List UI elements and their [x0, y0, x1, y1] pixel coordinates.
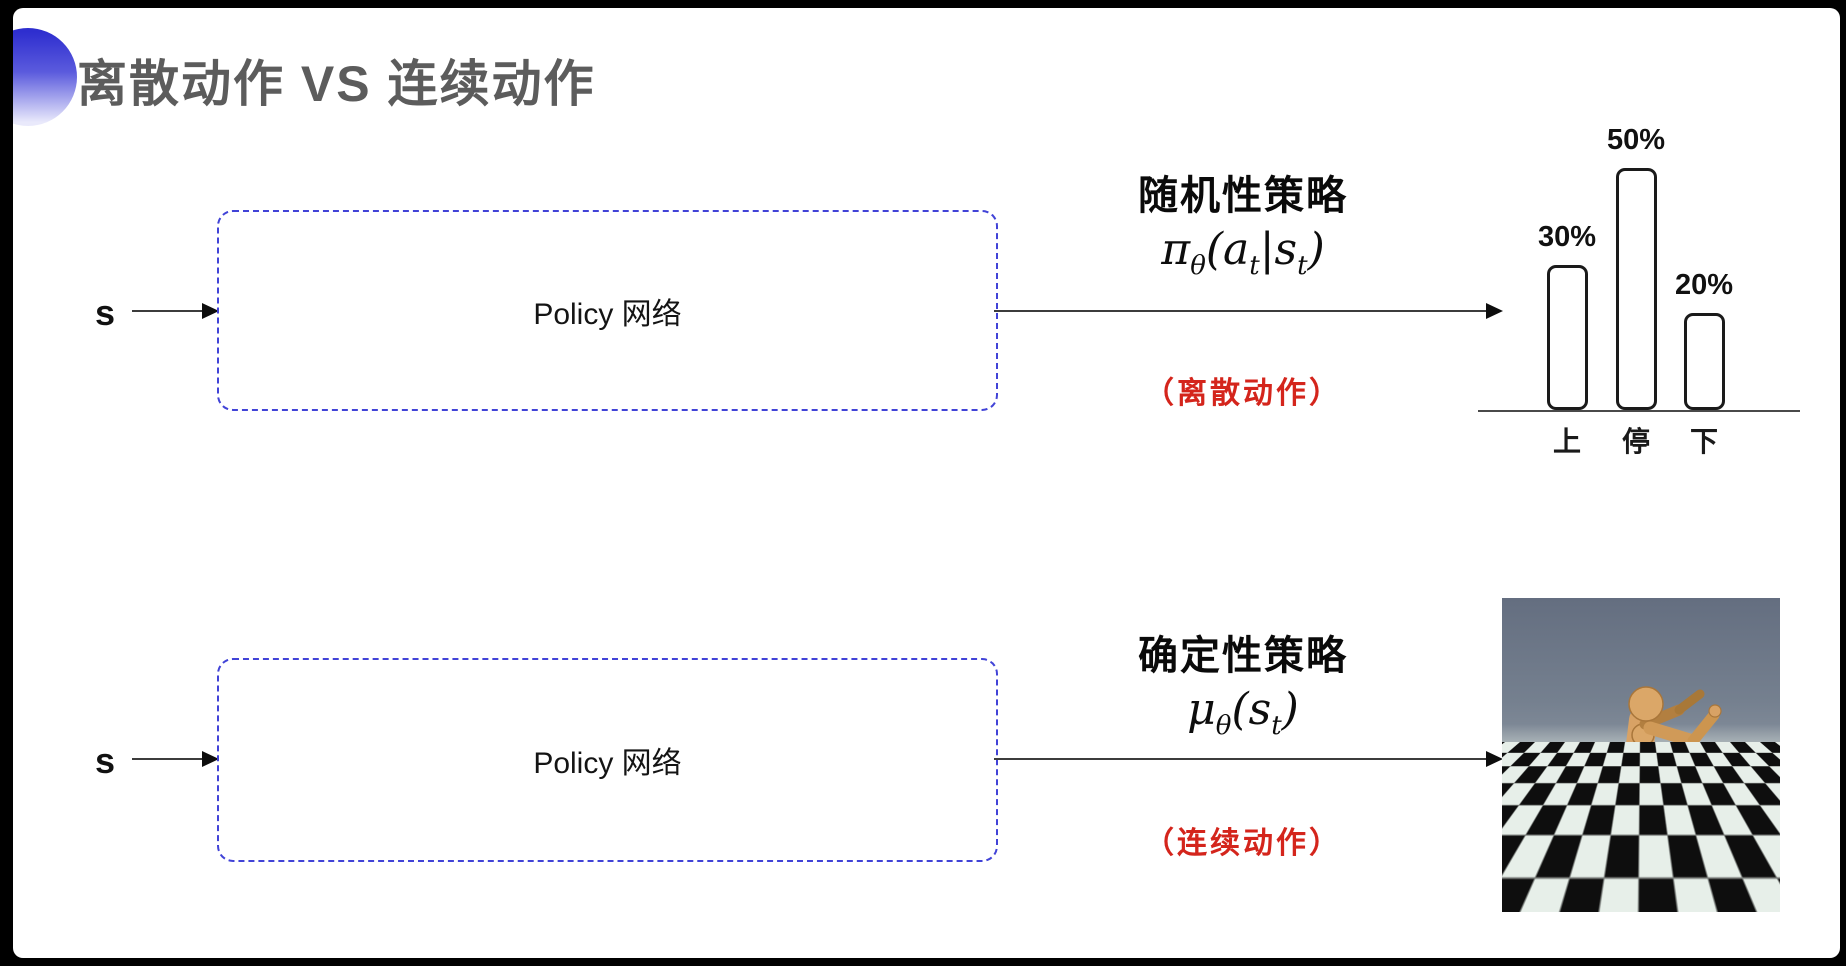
probability-bar [1546, 265, 1588, 410]
continuous-action-label: （连续动作） [1144, 827, 1342, 860]
policy-network-label-top: Policy 网络 [533, 297, 682, 331]
mujoco-humanoid-image [1502, 598, 1780, 912]
deterministic-policy-title: 确定性策略 [1138, 634, 1348, 678]
bar-category-label: 停 [1621, 426, 1651, 457]
slide-canvas: 离散动作 VS 连续动作 s Policy 网络 随机性策略 πθ(at|st)… [13, 8, 1840, 958]
formula-theta-sub2: θ [1215, 710, 1232, 741]
discrete-action-label: （离散动作） [1144, 377, 1342, 410]
state-input-label-bottom: s [95, 740, 116, 781]
formula-t-sub1: t [1249, 250, 1260, 281]
formula-pi: π [1161, 224, 1191, 275]
stochastic-policy-title: 随机性策略 [1138, 174, 1348, 218]
bar-value-label: 20% [1674, 269, 1734, 301]
policy-network-box-bottom: Policy 网络 [217, 658, 998, 862]
bar-value-label: 30% [1537, 221, 1597, 253]
probability-bar [1683, 313, 1725, 410]
state-input-label-top: s [95, 292, 116, 333]
probability-bar [1615, 168, 1657, 410]
action-bar-chart: 30% 上 50% 停 20% 下 [1478, 108, 1800, 478]
output-arrow-top [994, 303, 1503, 319]
formula-mu: μ [1187, 684, 1216, 735]
stochastic-policy-formula: πθ(at|st) [1043, 224, 1443, 281]
formula-open-a: (a [1205, 224, 1250, 275]
chart-axis-line [1478, 410, 1800, 412]
formula-theta-sub: θ [1190, 250, 1206, 281]
deterministic-policy-formula: μθ(st) [1043, 684, 1443, 741]
policy-network-box-top: Policy 网络 [217, 210, 998, 411]
input-arrow-bottom [132, 751, 219, 767]
formula-close: ) [1307, 224, 1325, 275]
bar-category-label: 上 [1552, 426, 1582, 457]
bar-category-label: 下 [1689, 426, 1719, 457]
input-arrow-top [132, 303, 219, 319]
formula-t-sub3: t [1271, 710, 1282, 741]
bar-value-label: 50% [1606, 124, 1666, 156]
formula-bar-s: |s [1259, 224, 1298, 275]
formula-t-sub2: t [1297, 250, 1308, 281]
title-bullet-circle-icon [13, 28, 77, 126]
formula-open-s: (s [1231, 684, 1272, 735]
policy-network-label-bottom: Policy 网络 [533, 747, 682, 780]
formula-close2: ) [1281, 684, 1299, 735]
humanoid-figure [1573, 686, 1722, 903]
output-arrow-bottom [994, 751, 1503, 767]
page-title: 离散动作 VS 连续动作 [77, 56, 596, 112]
